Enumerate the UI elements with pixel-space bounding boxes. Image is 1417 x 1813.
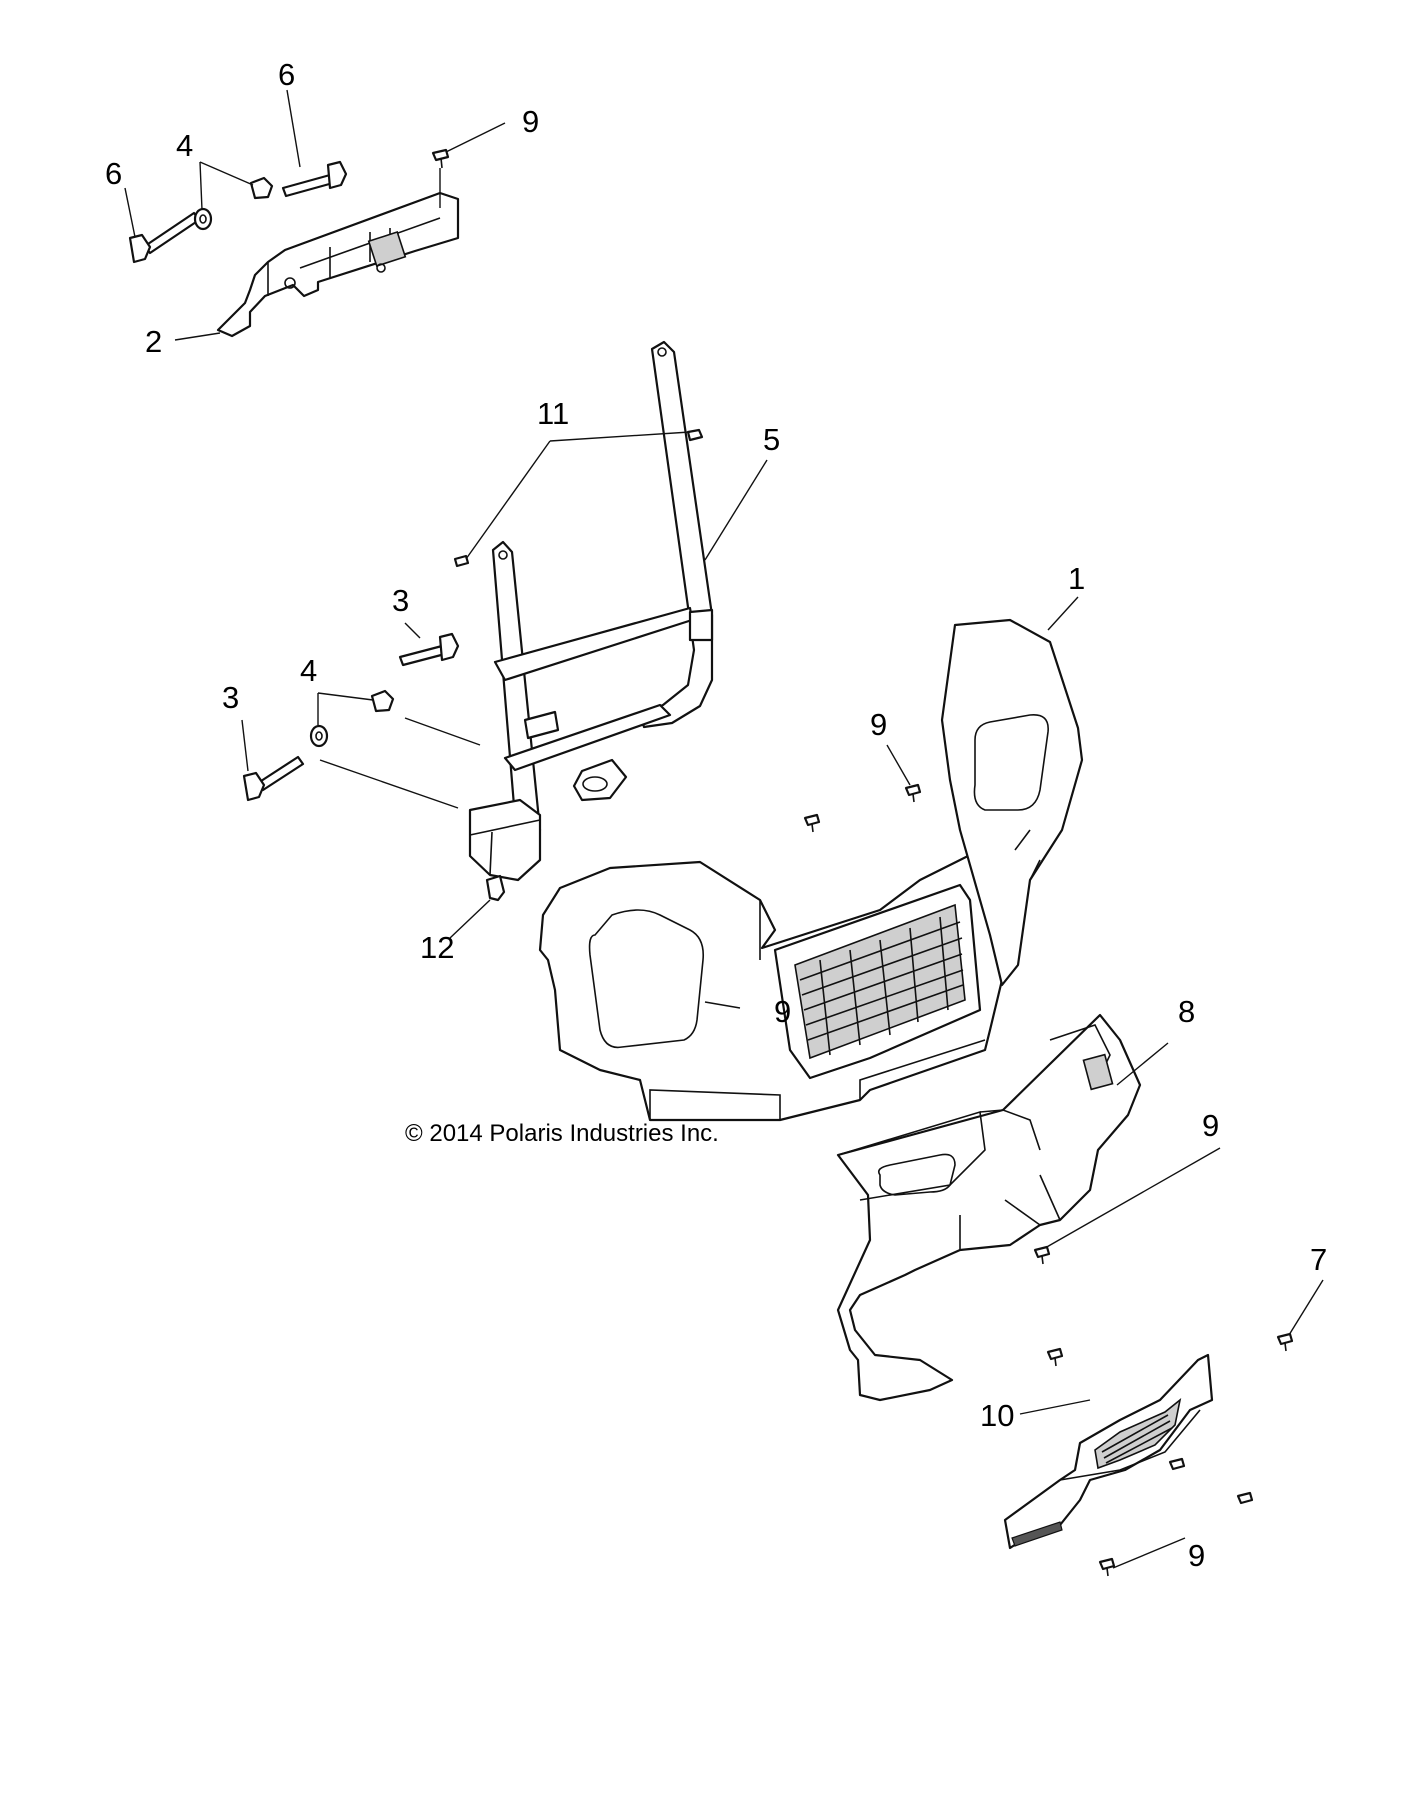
clip-9-skid-b bbox=[1236, 1491, 1254, 1505]
callout-9-top: 9 bbox=[522, 104, 539, 139]
clip-9-mid-a bbox=[904, 783, 922, 803]
callout-9-bumper: 9 bbox=[1202, 1108, 1219, 1143]
callout-12: 12 bbox=[420, 930, 454, 965]
callout-7: 7 bbox=[1310, 1242, 1327, 1277]
callout-8: 8 bbox=[1178, 994, 1195, 1029]
nut-4-lower bbox=[370, 689, 395, 713]
callout-2: 2 bbox=[145, 324, 162, 359]
clip-9-skid-a bbox=[1168, 1457, 1186, 1471]
washer-4-lower bbox=[309, 724, 329, 748]
callout-4-upper: 4 bbox=[176, 128, 193, 163]
washer-4-upper bbox=[193, 207, 213, 231]
clip-9-skid-c bbox=[1098, 1557, 1116, 1577]
clip-9-bumper-a bbox=[1033, 1245, 1051, 1265]
callout-6-upper: 6 bbox=[278, 57, 295, 92]
clip-11-left bbox=[453, 554, 470, 568]
bolt-6-upper bbox=[281, 160, 348, 198]
callout-6-lower: 6 bbox=[105, 156, 122, 191]
clip-7 bbox=[1276, 1332, 1294, 1352]
bolt-6-lower bbox=[128, 211, 201, 264]
bolt-3-lower bbox=[242, 755, 305, 802]
clip-9-upper bbox=[431, 148, 450, 169]
callout-9-bottom: 9 bbox=[1188, 1538, 1205, 1573]
clip-11-right bbox=[686, 428, 704, 442]
callout-11: 11 bbox=[537, 396, 569, 431]
clip-9-mid-b bbox=[803, 813, 821, 833]
copyright-notice: © 2014 Polaris Industries Inc. bbox=[405, 1120, 719, 1147]
callout-5: 5 bbox=[763, 422, 780, 457]
part-1-front-fascia bbox=[538, 618, 1084, 1122]
callout-9-mid: 9 bbox=[870, 707, 887, 742]
part-10-skid-plate bbox=[1003, 1353, 1214, 1550]
callout-labels: 6 9 4 6 2 11 5 1 3 3 4 9 12 9 8 9 7 10 9 bbox=[105, 57, 1327, 1573]
callout-3-upper: 3 bbox=[392, 583, 409, 618]
callout-1: 1 bbox=[1068, 561, 1085, 596]
callout-10: 10 bbox=[980, 1398, 1014, 1433]
part-8-lower-bumper bbox=[836, 1013, 1142, 1402]
callout-3-lower: 3 bbox=[222, 680, 239, 715]
bolt-3-upper bbox=[398, 632, 460, 667]
clip-9-bumper-b bbox=[1046, 1347, 1064, 1367]
callout-9-fascia: 9 bbox=[774, 994, 791, 1029]
leader-lines bbox=[124, 89, 1324, 1569]
part-2-mount-bracket bbox=[216, 191, 460, 338]
callout-4-lower: 4 bbox=[300, 653, 317, 688]
part-5-support-frame bbox=[468, 340, 714, 882]
fastener-12 bbox=[485, 874, 506, 902]
nut-4-upper bbox=[249, 176, 274, 200]
